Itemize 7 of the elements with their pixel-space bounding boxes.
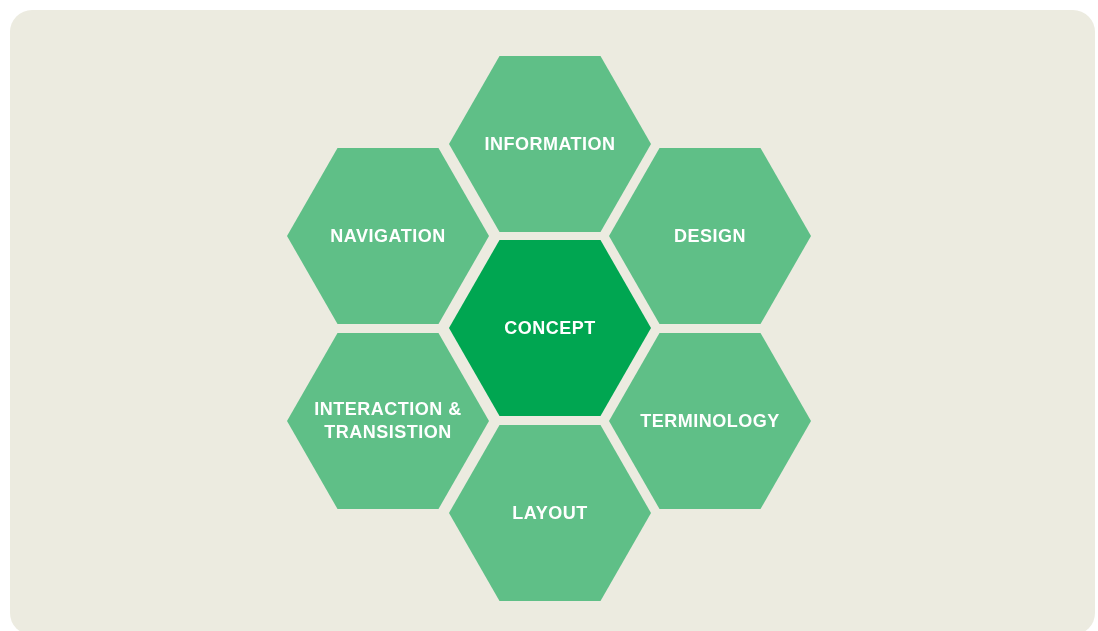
tile-label: DESIGN (674, 224, 746, 248)
tile-label: TERMINOLOGY (640, 409, 780, 433)
tile-label: CONCEPT (504, 316, 596, 340)
tile-label: NAVIGATION (330, 224, 446, 248)
tile-label: LAYOUT (512, 501, 588, 525)
tile-label: INTERACTION & TRANSISTION (313, 398, 463, 444)
tile-label: INFORMATION (484, 132, 616, 156)
